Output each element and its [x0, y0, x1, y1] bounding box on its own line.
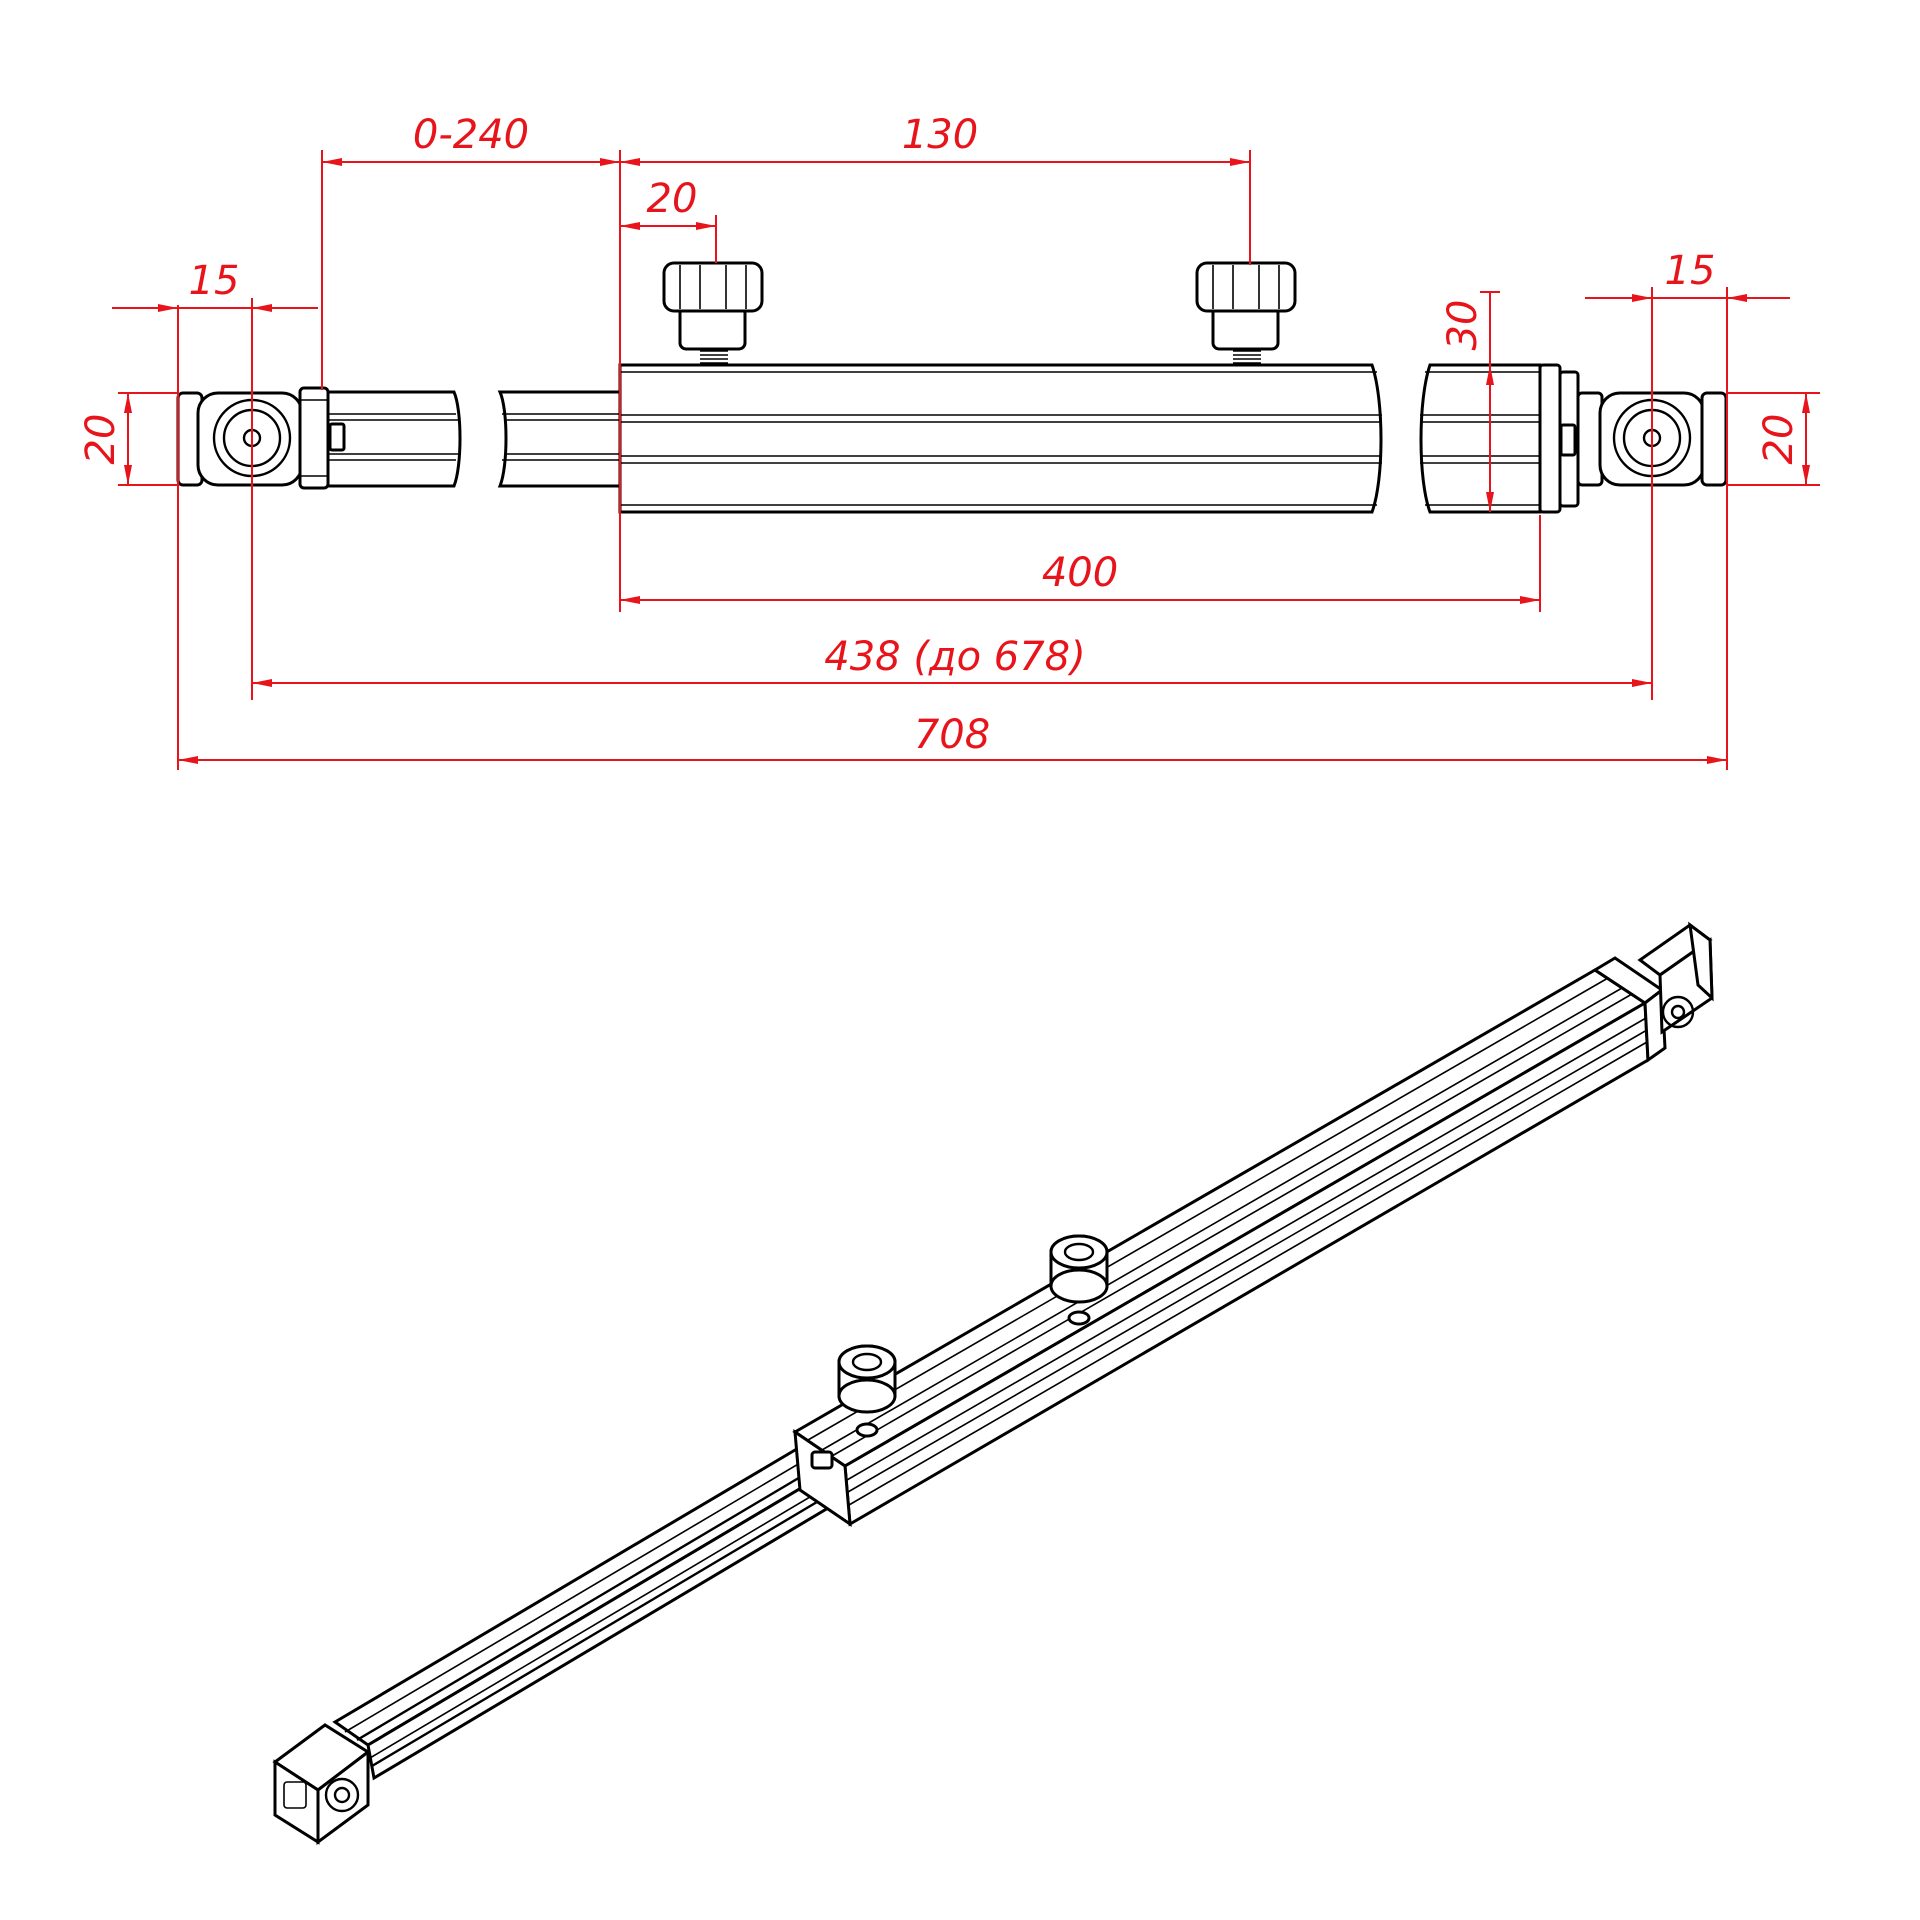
dim-profile-length: 400 — [1042, 550, 1118, 596]
dim-center-length: 438 (до 678) — [824, 634, 1085, 680]
knob-left-thread — [700, 350, 728, 364]
iso-knob-right — [1049, 1234, 1109, 1326]
knob-right-thread — [1233, 350, 1261, 364]
dim-total-length: 708 — [914, 712, 990, 758]
iso-end-connector-left — [272, 1723, 371, 1845]
inner-profile — [326, 390, 622, 488]
dimensions: 0-240 130 20 15 15 20 20 30 400 438 (до — [78, 112, 1820, 770]
knob-left — [662, 261, 764, 364]
dim-end-right-height: 20 — [1756, 414, 1802, 465]
front-view — [176, 261, 1728, 514]
dim-end-left-width: 15 — [189, 258, 240, 304]
dim-knob-offset: 20 — [647, 176, 698, 222]
dim-knob-spacing: 130 — [902, 112, 978, 158]
iso-outer-profile — [792, 956, 1667, 1528]
iso-knob-left — [837, 1344, 897, 1438]
dim-stroke-range: 0-240 — [413, 112, 529, 158]
left-end-connector — [176, 386, 330, 490]
dim-end-left-height: 20 — [78, 414, 124, 465]
iso-inner-profile — [332, 1438, 852, 1781]
dim-end-right-width: 15 — [1665, 248, 1716, 294]
iso-end-connector-right — [1637, 921, 1714, 1035]
isometric-view — [272, 921, 1714, 1845]
dim-profile-height: 30 — [1440, 300, 1486, 351]
outer-profile — [618, 363, 1580, 514]
knob-right — [1195, 261, 1297, 364]
